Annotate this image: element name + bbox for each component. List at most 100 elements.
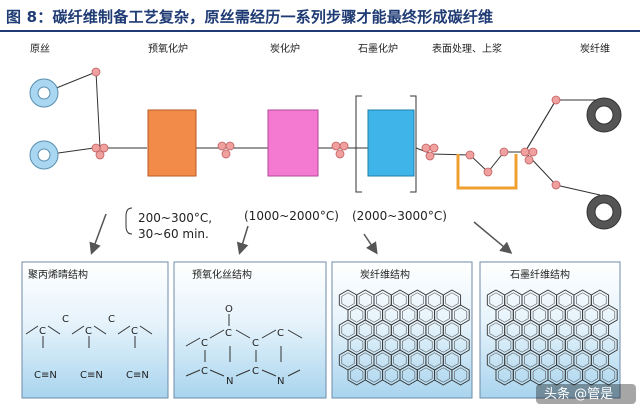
hex-ring-inner xyxy=(541,352,555,368)
hex-ring-inner xyxy=(358,352,372,368)
hex-ring-inner xyxy=(402,337,416,353)
hex-ring-inner xyxy=(419,367,433,383)
hex-ring-inner xyxy=(376,352,390,368)
roller-icon xyxy=(339,141,349,151)
hex-ring-inner xyxy=(445,292,459,308)
roller-icon xyxy=(331,141,341,151)
stage-label-carbon-furnace: 炭化炉 xyxy=(270,42,300,55)
hex-ring-inner xyxy=(367,337,381,353)
atom-c: C xyxy=(225,328,232,339)
hex-ring-inner xyxy=(558,322,572,338)
graphite-furnace-box xyxy=(367,109,415,177)
stage-label-precursor: 原丝 xyxy=(30,43,50,55)
hex-ring-inner xyxy=(350,307,364,323)
hex-ring-inner xyxy=(584,367,598,383)
hex-ring-inner xyxy=(506,292,520,308)
condition-preox-time: 30~60 min. xyxy=(138,227,209,241)
hex-ring-inner xyxy=(524,292,538,308)
hex-ring xyxy=(451,364,470,386)
panel-carbon-structure: 炭纤维结构 xyxy=(331,261,473,399)
hex-ring-inner xyxy=(358,292,372,308)
preox-furnace-box xyxy=(147,109,197,177)
panel-title-preox: 预氧化丝结构 xyxy=(192,268,252,281)
hex-ring-inner xyxy=(419,307,433,323)
roller-icon xyxy=(551,95,561,105)
atom-c: C xyxy=(201,338,208,349)
hex-ring-inner xyxy=(384,307,398,323)
hex-ring-inner xyxy=(524,322,538,338)
precursor-spool-bottom xyxy=(29,140,59,170)
atom-c: C xyxy=(131,326,138,337)
hex-ring-inner xyxy=(376,292,390,308)
hex-ring-inner xyxy=(515,307,529,323)
hex-ring-inner xyxy=(428,322,442,338)
hex-ring-inner xyxy=(567,367,581,383)
hex-ring-inner xyxy=(550,307,564,323)
hex-ring-inner xyxy=(402,307,416,323)
atom-cn: C≡N xyxy=(34,370,57,381)
hex-ring-inner xyxy=(541,292,555,308)
hex-ring-inner xyxy=(576,292,590,308)
hex-ring-inner xyxy=(515,337,529,353)
atom-c: C xyxy=(252,338,259,349)
carbon-lattice xyxy=(338,289,470,386)
hex-ring-inner xyxy=(376,322,390,338)
hex-ring-inner xyxy=(489,322,503,338)
hex-ring-inner xyxy=(453,307,468,323)
stage-label-graphite-furnace: 石墨化炉 xyxy=(358,42,398,55)
hex-ring-inner xyxy=(341,352,355,368)
atom-c: C xyxy=(277,328,284,339)
hex-ring-inner xyxy=(550,367,564,383)
stage-label-preox-furnace: 预氧化炉 xyxy=(148,42,188,55)
atom-c: C xyxy=(252,366,259,377)
hex-ring-inner xyxy=(410,292,424,308)
hex-ring-inner xyxy=(576,352,590,368)
hex-ring-inner xyxy=(350,367,364,383)
atom-c: C xyxy=(39,326,46,337)
hex-ring-inner xyxy=(453,367,468,383)
hex-ring-inner xyxy=(428,352,442,368)
atom-n: N xyxy=(226,376,233,387)
output-bobbin-top xyxy=(586,97,622,133)
hex-ring-inner xyxy=(506,352,520,368)
graphite-bracket-right xyxy=(410,95,417,193)
roller-icon xyxy=(421,143,431,153)
hex-ring-inner xyxy=(532,307,546,323)
hex-ring-inner xyxy=(367,307,381,323)
hex-ring-inner xyxy=(576,322,590,338)
hex-ring-inner xyxy=(445,352,459,368)
hex-ring-inner xyxy=(419,337,433,353)
hex-ring-inner xyxy=(436,337,450,353)
atom-n: N xyxy=(277,376,284,387)
figure-title: 图 8：碳纤维制备工艺复杂，原丝需经历一系列步骤才能最终形成碳纤维 xyxy=(6,8,494,26)
arrow-down-icon xyxy=(236,225,249,255)
watermark-backdrop xyxy=(536,384,636,404)
hex-ring-inner xyxy=(593,322,607,338)
hex-ring-inner xyxy=(498,367,512,383)
atom-o: O xyxy=(225,304,233,315)
hex-ring-inner xyxy=(489,292,503,308)
panel-preox-structure: 预氧化丝结构 O C C C C C N C N xyxy=(173,261,327,399)
atom-c: C xyxy=(201,366,208,377)
hex-ring-inner xyxy=(384,367,398,383)
graphite-bracket-left xyxy=(355,95,362,193)
hex-ring-inner xyxy=(506,322,520,338)
hex-ring-inner xyxy=(445,322,459,338)
hex-ring-inner xyxy=(601,367,616,383)
roller-icon xyxy=(429,143,439,153)
watermark-text: 头条 @管是 xyxy=(544,386,613,402)
roller-icon xyxy=(499,147,509,157)
hex-ring-inner xyxy=(393,292,407,308)
condition-preox-temp: 200~300°C, xyxy=(138,211,212,225)
hex-ring-inner xyxy=(584,307,598,323)
hex-ring-inner xyxy=(515,367,529,383)
hex-ring-inner xyxy=(567,307,581,323)
hex-ring-inner xyxy=(402,367,416,383)
graphite-lattice xyxy=(486,289,618,386)
panel-title-pan: 聚丙烯晴结构 xyxy=(28,268,88,281)
stage-label-carbon-fiber: 炭纤维 xyxy=(580,42,610,55)
hex-ring-inner xyxy=(341,292,355,308)
roller-icon xyxy=(95,150,105,160)
roller-icon xyxy=(528,147,538,157)
